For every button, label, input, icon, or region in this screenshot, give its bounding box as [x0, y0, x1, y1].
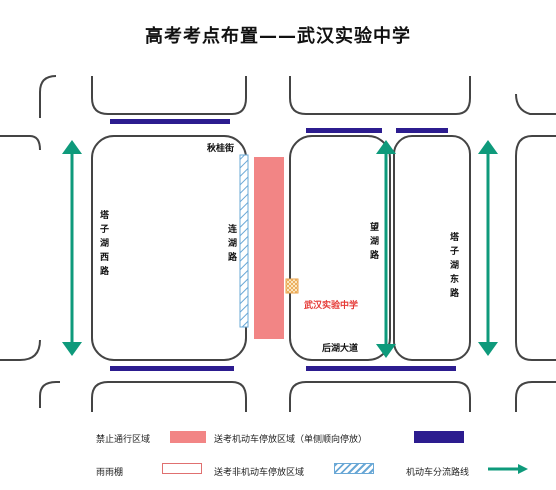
road-label-zhanzihu-east: 塔 子 湖 东 路 [450, 231, 460, 299]
legend-swatch-diversion-arrow-icon [488, 464, 528, 474]
svg-text:子: 子 [450, 246, 459, 257]
legend-label-no-pass: 禁止通行区域 [96, 435, 151, 445]
svg-text:路: 路 [450, 287, 460, 299]
svg-text:东: 东 [450, 273, 459, 285]
legend-swatch-non-motor-parking [334, 463, 374, 474]
legend-label-non-motor-parking: 送考非机动车停放区域 [214, 468, 305, 478]
legend-swatch-motor-parking [414, 431, 464, 443]
svg-text:路: 路 [228, 251, 238, 263]
motor-parking-bars [110, 119, 456, 371]
svg-text:子: 子 [100, 224, 109, 235]
svg-text:路: 路 [100, 265, 110, 277]
svg-text:望: 望 [370, 221, 379, 233]
road-label-lianhu: 连 湖 路 [228, 223, 238, 263]
svg-text:西: 西 [100, 252, 109, 263]
non-motor-parking-zone [239, 154, 249, 328]
school-label: 武汉实验中学 [304, 299, 358, 311]
svg-text:连: 连 [228, 223, 238, 235]
svg-text:湖: 湖 [100, 237, 109, 249]
page-title: 高考考点布置——武汉实验中学 [145, 26, 411, 47]
legend-label-diversion: 机动车分流路线 [406, 468, 470, 478]
no-pass-zone [254, 157, 284, 339]
legend-label-motor-parking: 送考机动车停放区域（单侧顺向停放） [214, 435, 368, 445]
svg-text:湖: 湖 [370, 235, 379, 247]
svg-text:湖: 湖 [228, 237, 237, 249]
svg-text:塔: 塔 [450, 231, 460, 243]
road-label-qiugui: 秋桂街 [206, 142, 234, 154]
legend-swatch-no-pass [170, 431, 206, 443]
svg-text:塔: 塔 [100, 209, 110, 221]
legend-swatch-canopy [162, 463, 202, 474]
road-label-houhu: 后湖大道 [322, 342, 358, 354]
svg-text:湖: 湖 [450, 259, 459, 271]
diversion-arrows [62, 140, 498, 358]
legend-label-canopy: 雨雨棚 [96, 468, 124, 478]
road-label-wanghu: 望 湖 路 [370, 221, 380, 261]
canopy-marker [285, 278, 299, 294]
road-label-zhanzihu-west: 塔 子 湖 西 路 [100, 209, 110, 277]
svg-text:路: 路 [370, 249, 380, 261]
